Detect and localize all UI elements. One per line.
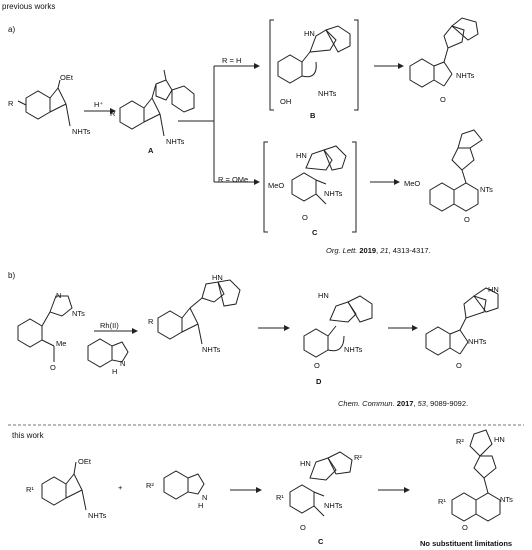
this-work-starting-material <box>41 461 87 511</box>
tw-prod-o: O <box>462 523 468 532</box>
tw-prod-nts: NTs <box>500 495 513 504</box>
sm-r: R <box>8 99 14 108</box>
this-work-heading: this work <box>12 431 44 440</box>
reference-org-lett: Org. Lett. 2019, 21, 4313-4317. <box>326 246 431 255</box>
pb-prod-hn: HN <box>488 285 499 294</box>
condition-h: R = H <box>222 56 242 65</box>
part-a-starting-material <box>17 79 71 127</box>
arrow-to-product-c <box>370 179 400 185</box>
prod-b-nhts: NHTs <box>456 71 475 80</box>
part-b-product <box>425 287 499 356</box>
pb-prod-o: O <box>456 361 462 370</box>
part-b-arrow-2 <box>388 325 418 331</box>
intermediate-d <box>303 295 373 358</box>
part-b-intermediate <box>157 279 241 345</box>
b-hn: HN <box>304 29 315 38</box>
reagent-h-plus: H⁺ <box>94 100 104 109</box>
pb-int-hn: HN <box>212 273 223 282</box>
prod-b-o: O <box>440 95 446 104</box>
c-nhts: NHTs <box>324 189 343 198</box>
catalyst-rh: Rh(II) <box>100 321 119 330</box>
tw-indole-n: N <box>202 493 208 502</box>
tw-sm-oet: OEt <box>78 457 91 466</box>
tw-indole-h: H <box>198 501 204 510</box>
tw-indole-r2: R² <box>146 481 154 490</box>
this-work-product <box>451 429 501 522</box>
reference-chem-commun: Chem. Commun. 2017, 53, 9089-9092. <box>338 399 469 408</box>
branch-lines <box>178 63 260 185</box>
d-o: O <box>314 361 320 370</box>
ref-b-journal: Chem. Commun. <box>338 399 395 408</box>
ref-b-volume: 53 <box>417 399 426 408</box>
this-work-arrow-1 <box>230 487 262 493</box>
ref-b-year: 2017 <box>396 399 414 408</box>
pb-me: Me <box>56 339 67 348</box>
tw-c-o: O <box>300 523 306 532</box>
d-nhts: NHTs <box>344 345 363 354</box>
c-meo: MeO <box>268 181 285 190</box>
tw-c-r2: R² <box>354 453 362 462</box>
plus-sign: + <box>118 483 123 492</box>
arrow-to-product-b <box>374 63 404 69</box>
b-oh: OH <box>280 97 292 106</box>
condition-ome: R = OMe <box>218 175 249 184</box>
intermediate-a <box>119 69 195 137</box>
this-work-arrow-2 <box>378 487 410 493</box>
pb-n: N <box>56 291 62 300</box>
indole-n: N <box>120 359 126 368</box>
intermediate-b <box>269 19 359 111</box>
tw-c-hn: HN <box>300 459 311 468</box>
tw-prod-r2: R² <box>456 437 464 446</box>
pb-int-nhts: NHTs <box>202 345 221 354</box>
previous-works-heading: previous works <box>2 2 56 11</box>
pb-prod-nhts: NHTs <box>468 337 487 346</box>
prod-c-meo: MeO <box>404 179 421 188</box>
intermediate-c <box>263 141 357 233</box>
arrow-h-plus <box>84 108 116 114</box>
no-substituent-limitations: No substituent limitations <box>420 539 513 548</box>
indole-h: H <box>112 367 118 376</box>
b-nhts: NHTs <box>318 89 337 98</box>
tw-c-r1: R¹ <box>276 493 284 502</box>
tw-sm-nhts: NHTs <box>88 511 107 520</box>
label-b: B <box>310 111 316 120</box>
tw-prod-r1: R¹ <box>438 497 446 506</box>
int-a-r: R <box>110 109 116 118</box>
tw-label-c: C <box>318 537 324 546</box>
part-b-catalyst-arrow <box>94 328 138 334</box>
ref-a-pages: , 4313-4317. <box>388 246 431 255</box>
c-hn: HN <box>296 151 307 160</box>
ref-a-volume: 21 <box>380 246 389 255</box>
sm-oet: OEt <box>60 73 73 82</box>
ref-a-journal: Org. Lett. <box>326 246 358 255</box>
label-c: C <box>312 228 318 237</box>
part-b-label: b) <box>8 271 16 280</box>
product-c <box>429 129 483 212</box>
this-work-indole <box>163 470 205 500</box>
prod-c-o: O <box>464 215 470 224</box>
pb-o: O <box>50 363 56 372</box>
part-b-starting-material <box>17 295 73 362</box>
product-b <box>409 17 479 88</box>
prod-c-nts: NTs <box>480 185 493 194</box>
this-work-intermediate-c <box>289 451 353 517</box>
tw-c-nhts: NHTs <box>324 501 343 510</box>
part-b-arrow-1 <box>258 325 290 331</box>
c-o: O <box>302 213 308 222</box>
label-a: A <box>148 146 154 155</box>
d-hn: HN <box>318 291 329 300</box>
ref-b-pages: , 9089-9092. <box>425 399 469 408</box>
tw-sm-r1: R¹ <box>26 485 34 494</box>
part-a-label: a) <box>8 25 16 34</box>
ref-a-year: 2019 <box>359 246 377 255</box>
label-d: D <box>316 377 322 386</box>
indole-reagent <box>87 338 129 368</box>
int-a-nhts: NHTs <box>166 137 185 146</box>
pb-int-r: R <box>148 317 154 326</box>
sm-nhts: NHTs <box>72 127 91 136</box>
tw-prod-hn: HN <box>494 435 505 444</box>
pb-nts: NTs <box>72 309 85 318</box>
